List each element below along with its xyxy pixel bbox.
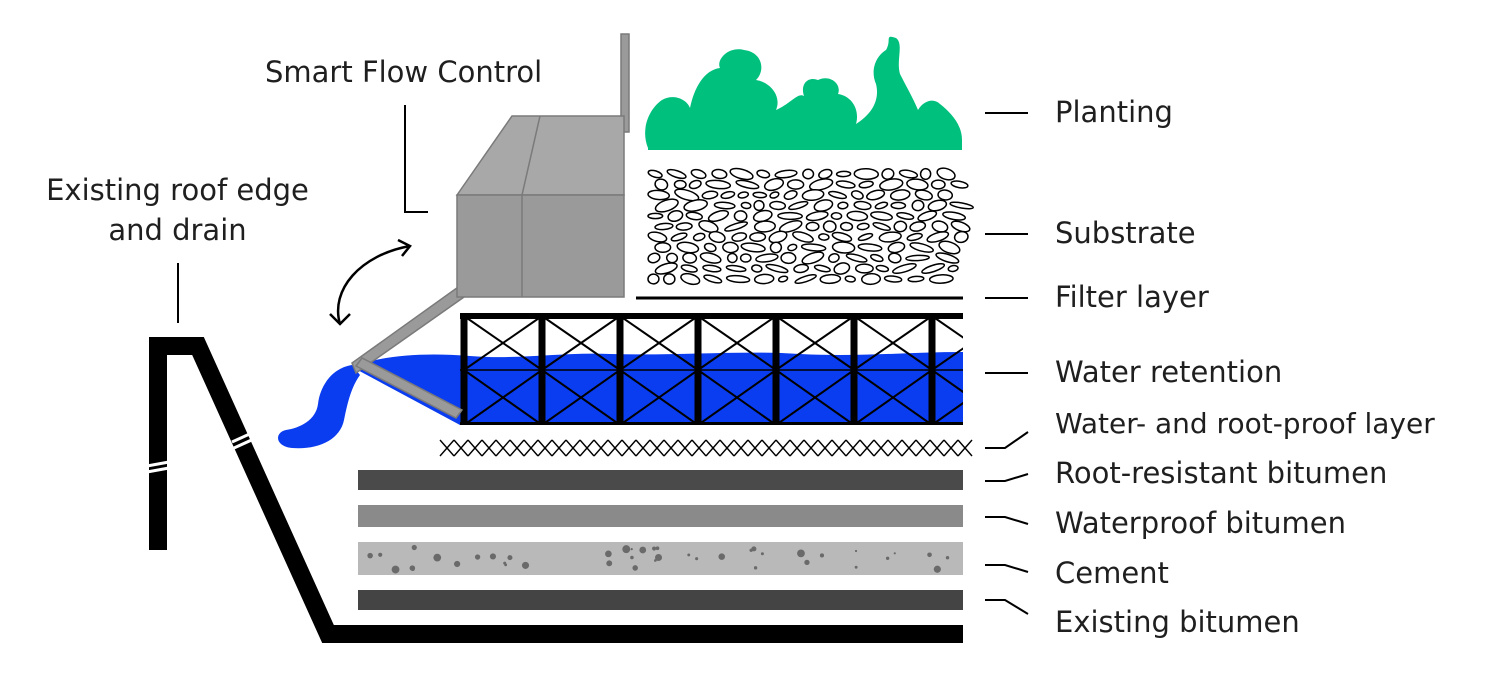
root-resistant-bitumen-layer	[358, 470, 963, 490]
layer-label-existing-bitumen: Existing bitumen	[1055, 605, 1300, 639]
layer-label-filter: Filter layer	[1055, 280, 1209, 314]
layer-label-root-bitumen: Root-resistant bitumen	[1055, 456, 1388, 490]
existing-bitumen-leader	[985, 599, 1029, 615]
planting-layer	[645, 36, 962, 150]
water-retention-layer	[352, 313, 963, 425]
waterproof-bitumen-layer	[358, 505, 963, 527]
root-bitumen-leader	[985, 473, 1029, 482]
water-root-proof-leader	[985, 431, 1029, 449]
layer-label-cement: Cement	[1055, 556, 1169, 590]
cement-leader	[985, 564, 1029, 573]
roof-edge-label-line1: Existing roof edge	[46, 173, 309, 207]
layer-label-water-root-proof: Water- and root-proof layer	[1055, 407, 1435, 440]
roof-edge-label-line2: and drain	[108, 213, 247, 247]
leader-lines	[177, 105, 1029, 615]
existing-bitumen-layer	[358, 590, 963, 610]
cement-layer	[358, 542, 963, 575]
substrate-layer	[647, 167, 974, 286]
roof-edge-label: Existing roof edge and drain	[40, 170, 315, 250]
layer-label-water-retention: Water retention	[1055, 355, 1283, 389]
smart-flow-control-device	[351, 33, 630, 419]
waterproof-bitumen-leader	[985, 516, 1029, 525]
smart-flow-control-label: Smart Flow Control	[265, 55, 543, 89]
water-outflow	[278, 365, 360, 449]
layer-label-waterproof-bitumen: Waterproof bitumen	[1055, 506, 1347, 540]
water-root-proof-layer	[439, 439, 973, 457]
smart-flow-control-leader	[404, 105, 428, 213]
flow-adjust-arrow-icon	[329, 238, 412, 326]
layer-label-substrate: Substrate	[1055, 216, 1196, 250]
roof-edge-drain	[146, 337, 963, 643]
layer-label-planting: Planting	[1055, 95, 1173, 129]
